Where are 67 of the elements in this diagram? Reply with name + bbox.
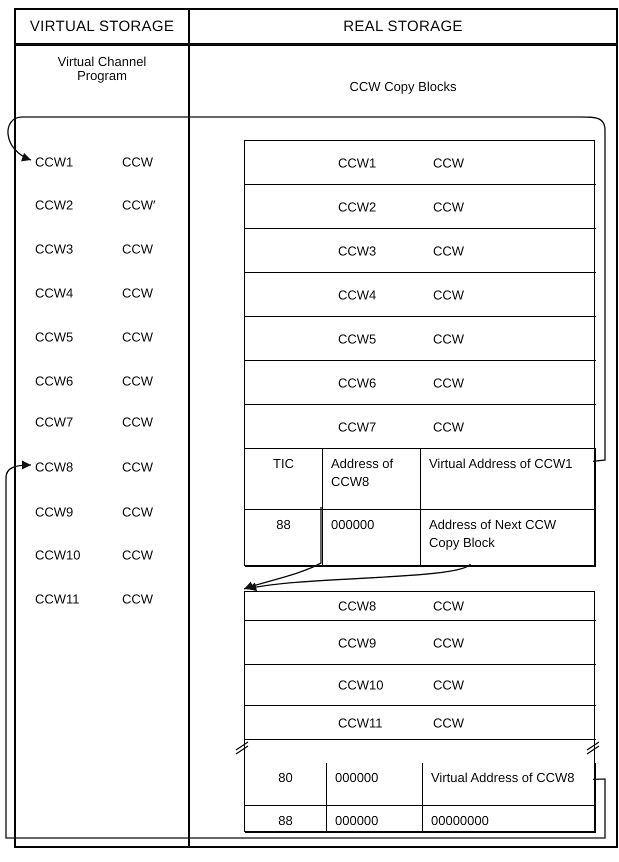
table-cell: 88 (245, 510, 323, 567)
ccw-label: CCW5 (35, 330, 74, 344)
ccw-value: CCW (122, 548, 154, 562)
ccw-value: CCW (433, 598, 464, 614)
ccw-value: CCW (433, 199, 464, 214)
ccw-value: CCW (433, 155, 464, 170)
ccw-label: CCW2 (35, 198, 74, 212)
section-subheading: CCW Copy Blocks (350, 80, 456, 94)
table-cell: 000000 (327, 763, 423, 806)
table-cell: 000000 (327, 806, 423, 833)
storage-column (14, 8, 190, 848)
ccw-label: CCW7 (338, 419, 376, 434)
ccw-label: CCW8 (338, 598, 376, 614)
ccw-value: CCW′ (122, 198, 156, 212)
ccw-label: CCW10 (338, 678, 384, 692)
ccw-value: CCW (122, 374, 154, 388)
ccw-label: CCW5 (338, 331, 376, 346)
ccw-value: CCW (122, 460, 154, 474)
column-heading: REAL STORAGE (342, 17, 464, 37)
column-heading: VIRTUAL STORAGE (28, 17, 176, 37)
ccw-value: CCW (122, 286, 154, 300)
ccw-value: CCW (433, 331, 464, 346)
table-cell: 000000 (323, 510, 421, 567)
ccw-value: CCW (122, 414, 154, 430)
ccw-label: CCW9 (338, 635, 376, 650)
ccw-label: CCW3 (35, 242, 74, 256)
ccw-label: CCW8 (35, 460, 74, 474)
ccw-label: CCW1 (35, 154, 74, 170)
section-subheading: Virtual Channel Program (56, 55, 148, 83)
ccw-value: CCW (433, 287, 464, 302)
ccw-value: CCW (122, 504, 154, 520)
ccw-label: CCW6 (35, 374, 74, 388)
ccw-label: CCW11 (35, 592, 80, 606)
ccw-value: CCW (433, 635, 464, 650)
connector-arrow (247, 563, 471, 592)
table-cell: Address of Next CCW Copy Block (421, 510, 596, 567)
ccw-value: CCW (433, 375, 464, 390)
connector-arrow (5, 460, 606, 839)
ccw-label: CCW9 (35, 504, 74, 520)
table-cell: 00000000 (423, 806, 596, 833)
ccw-label: CCW2 (338, 199, 376, 214)
ccw-value: CCW (122, 330, 154, 344)
ccw-label: CCW3 (338, 243, 376, 258)
ccw-value: CCW (122, 592, 154, 606)
copy-block (244, 591, 595, 832)
ccw-label: CCW6 (338, 375, 376, 390)
ccw-value: CCW (433, 419, 464, 434)
ccw-label: CCW11 (338, 715, 383, 730)
ccw-value: CCW (433, 678, 464, 692)
ccw-label: CCW7 (35, 414, 74, 430)
connector-arrow (244, 507, 322, 590)
table-cell: 88 (245, 806, 327, 833)
ccw-label: CCW4 (338, 287, 376, 302)
table-cell: 80 (245, 763, 327, 806)
table-cell: TIC (245, 449, 323, 510)
ccw-value: CCW (433, 243, 464, 258)
table-cell: Address of CCW8 (323, 449, 421, 510)
ccw-label: CCW4 (35, 286, 74, 300)
table-cell: Virtual Address of CCW8 (423, 763, 596, 806)
ccw-label: CCW1 (338, 155, 376, 170)
ccw-label: CCW10 (35, 548, 81, 562)
ccw-value: CCW (433, 715, 464, 730)
ccw-value: CCW (122, 242, 154, 256)
table-cell: Virtual Address of CCW1 (421, 449, 596, 510)
storage-column (188, 8, 618, 848)
copy-block (244, 140, 595, 566)
ccw-value: CCW (122, 154, 154, 170)
